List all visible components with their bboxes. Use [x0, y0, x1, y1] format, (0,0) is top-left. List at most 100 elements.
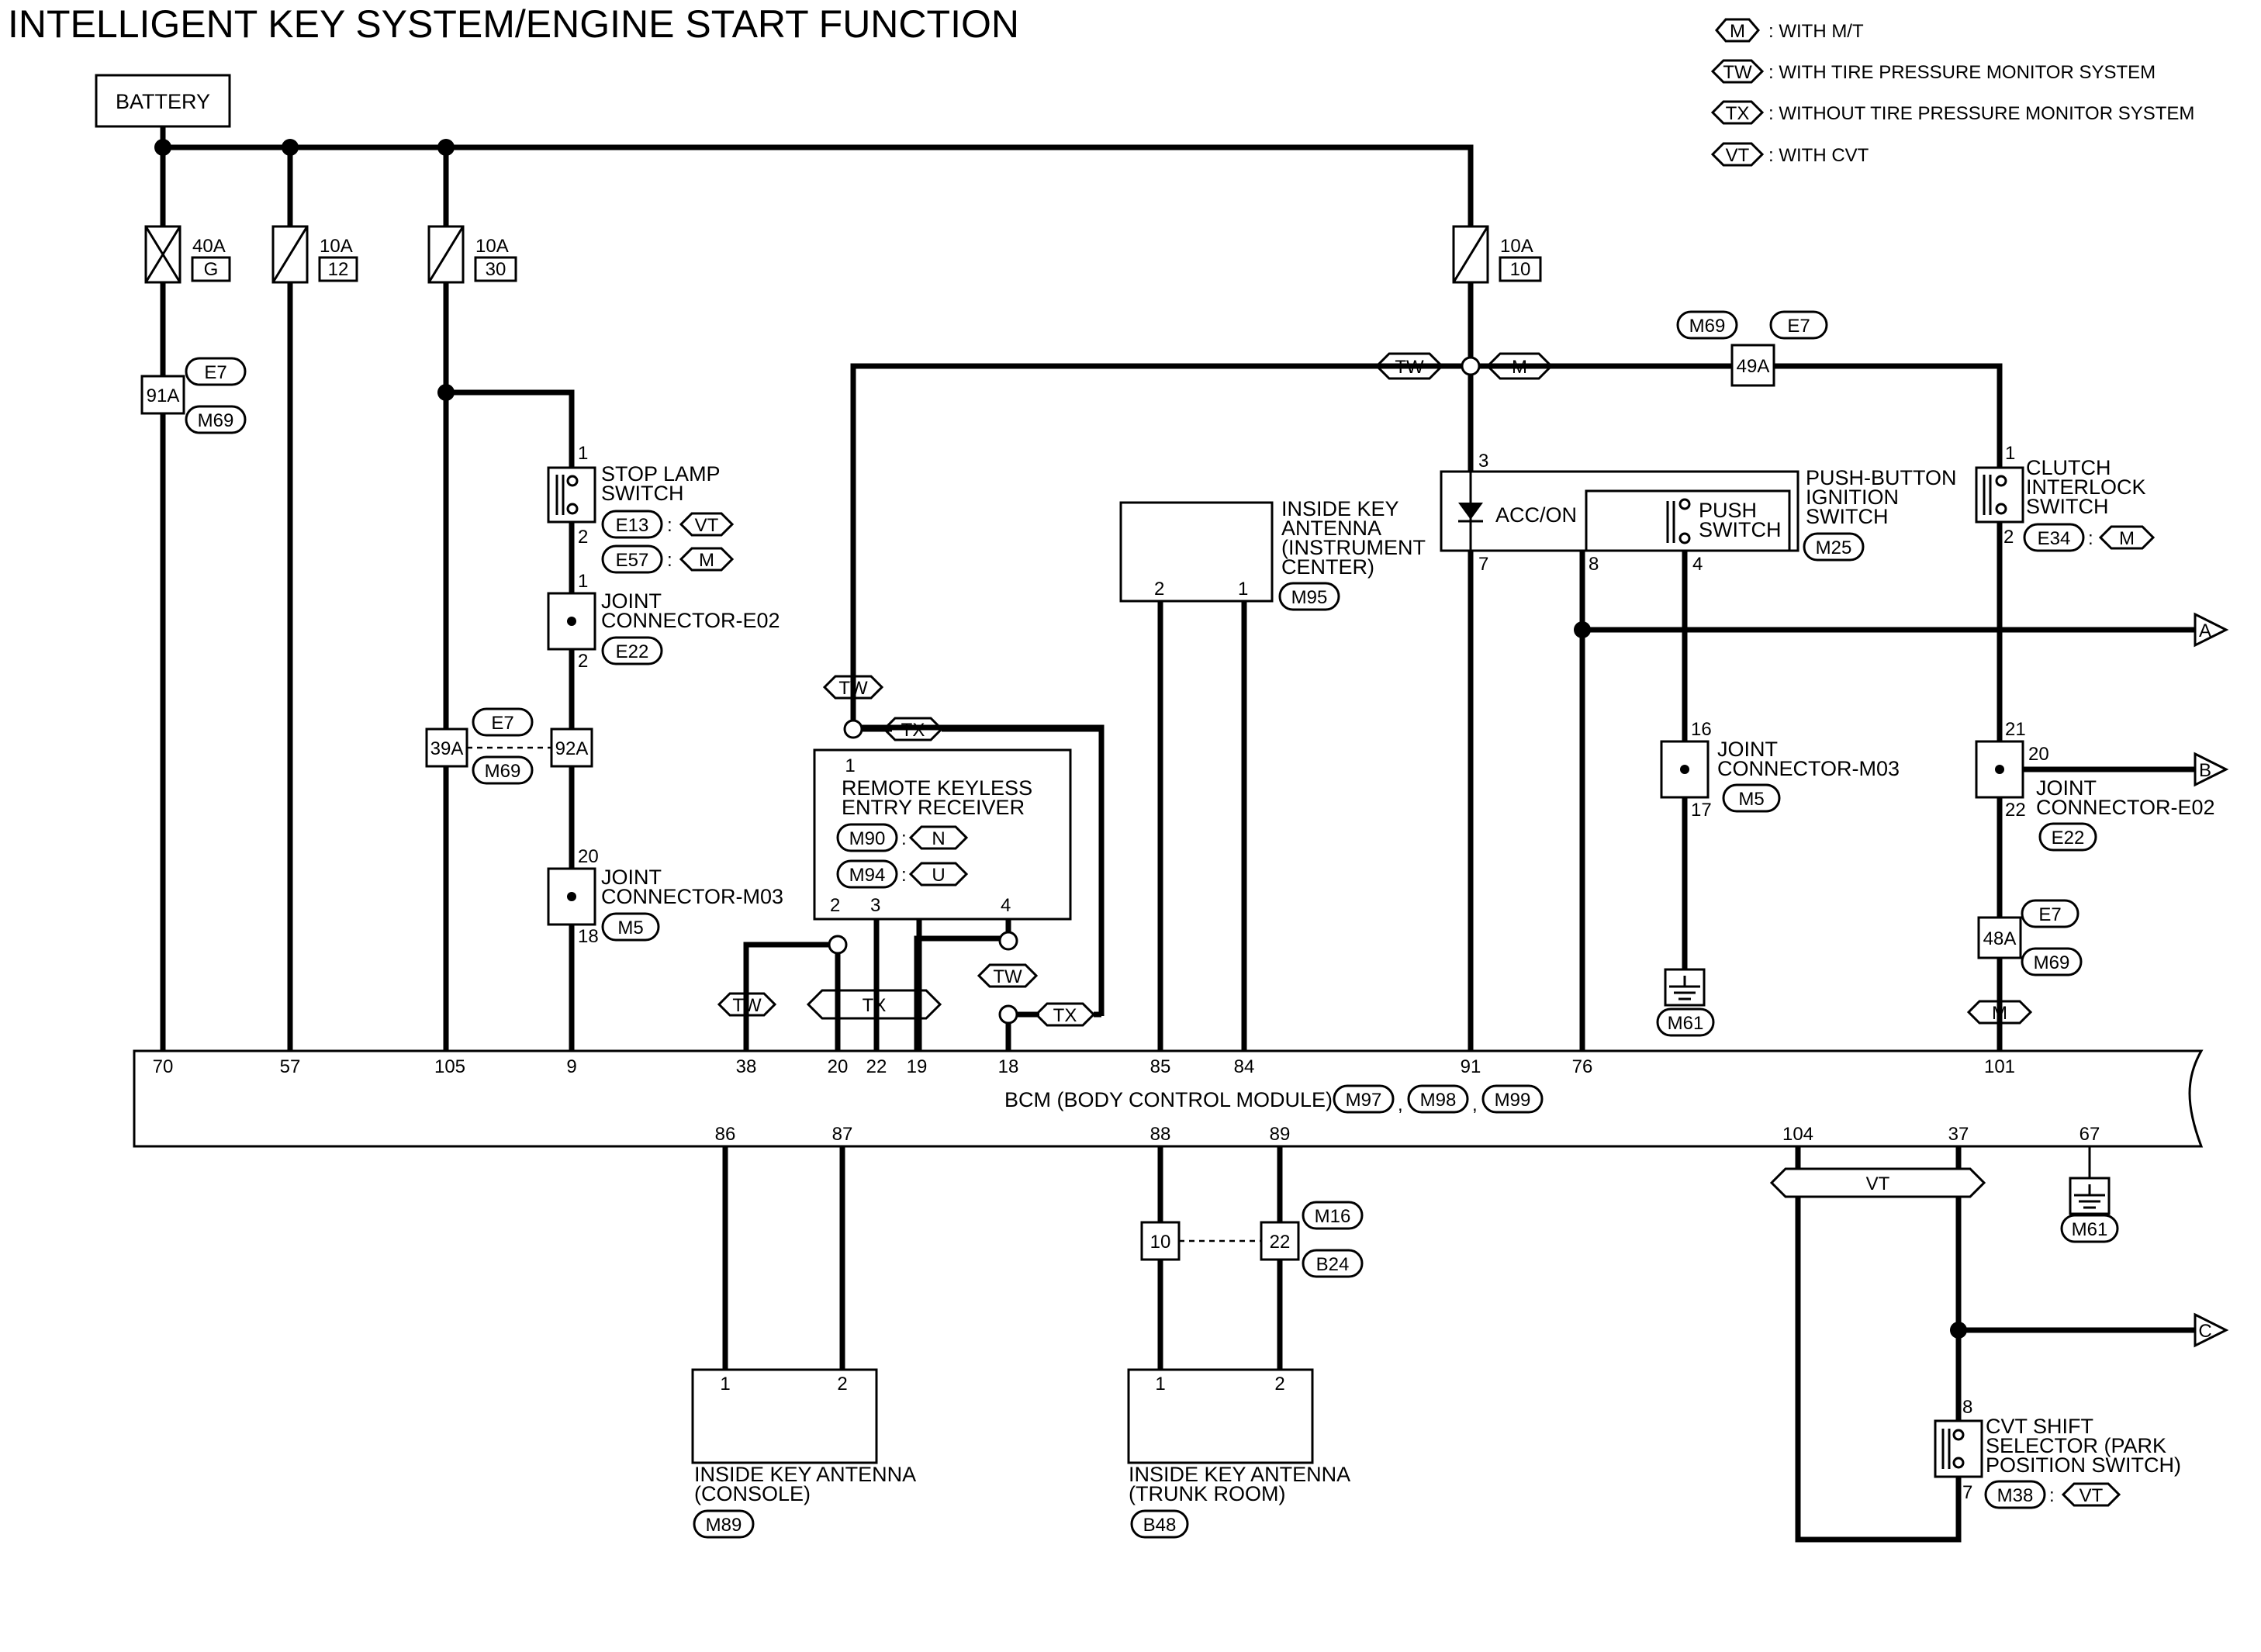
svg-text:M94: M94: [849, 865, 886, 886]
bus-option-markers: TW M: [1374, 352, 1554, 380]
joint-connector-m03-right: 16 17 JOINT CONNECTOR-M03 M5: [1660, 719, 1900, 821]
svg-text:B: B: [2199, 760, 2211, 781]
svg-text:2: 2: [2003, 527, 2014, 548]
svg-text::: :: [667, 515, 672, 536]
svg-text:86: 86: [715, 1124, 736, 1145]
svg-text:22: 22: [866, 1056, 887, 1077]
joint-connector-m03-left: 20 18 JOINT CONNECTOR-M03 M5: [547, 846, 783, 947]
svg-text:18: 18: [998, 1056, 1019, 1077]
svg-text:39A: 39A: [430, 738, 464, 759]
svg-text:SWITCH: SWITCH: [601, 482, 683, 505]
fuse-10a-10: 10A 10: [1452, 225, 1542, 284]
arrow-c: C: [2194, 1312, 2229, 1348]
svg-text:101: 101: [1984, 1056, 2015, 1077]
svg-text:BATTERY: BATTERY: [116, 90, 210, 113]
svg-text:21: 21: [2005, 719, 2026, 740]
svg-text:SWITCH: SWITCH: [1806, 505, 1888, 528]
legend-item-vt: VT : WITH CVT: [1710, 142, 1869, 167]
arrow-b: B: [2194, 752, 2229, 787]
svg-text:10A: 10A: [475, 236, 509, 257]
svg-text:8: 8: [1589, 554, 1599, 575]
svg-text:M97: M97: [1346, 1090, 1382, 1111]
svg-text:89: 89: [1270, 1124, 1291, 1145]
svg-text:49A: 49A: [1737, 356, 1770, 377]
svg-text:INSIDE KEY ANTENNA: INSIDE KEY ANTENNA: [694, 1463, 916, 1486]
svg-text:M: M: [1992, 1003, 2007, 1024]
svg-text:PUSH: PUSH: [1699, 499, 1757, 522]
diagram-title: INTELLIGENT KEY SYSTEM/ENGINE START FUNC…: [8, 2, 1019, 46]
svg-text:105: 105: [434, 1056, 465, 1077]
svg-text:20: 20: [828, 1056, 849, 1077]
svg-text:SELECTOR (PARK: SELECTOR (PARK: [1986, 1434, 2166, 1457]
svg-text:TX: TX: [1726, 103, 1750, 124]
inside-key-antenna-console: 1 2 INSIDE KEY ANTENNA (CONSOLE) M89: [691, 1368, 916, 1539]
svg-text:CLUTCH: CLUTCH: [2026, 456, 2111, 479]
svg-text:JOINT: JOINT: [1717, 738, 1778, 761]
svg-text:(TRUNK ROOM): (TRUNK ROOM): [1129, 1482, 1285, 1505]
svg-text:2: 2: [578, 527, 588, 548]
inside-key-antenna-trunk-room: 1 2 INSIDE KEY ANTENNA (TRUNK ROOM) B48: [1127, 1368, 1350, 1539]
connector-49a: 49A M69 E7: [1676, 310, 1828, 387]
battery: BATTERY: [95, 74, 231, 128]
svg-text:(CONSOLE): (CONSOLE): [694, 1482, 811, 1505]
svg-text:TW: TW: [1723, 62, 1752, 83]
svg-text:VT: VT: [2079, 1485, 2104, 1506]
svg-text:M: M: [699, 550, 714, 571]
arrow-a: A: [2194, 612, 2229, 648]
legend-item-tw: TW : WITH TIRE PRESSURE MONITOR SYSTEM: [1710, 59, 2156, 84]
svg-text:JOINT: JOINT: [2036, 776, 2097, 800]
svg-text:17: 17: [1691, 800, 1712, 821]
svg-text:85: 85: [1150, 1056, 1171, 1077]
inside-key-antenna-instrument-center: 2 1 INSIDE KEY ANTENNA (INSTRUMENT CENTE…: [1119, 497, 1426, 611]
svg-text:7: 7: [1962, 1482, 1972, 1503]
svg-text:20: 20: [578, 846, 599, 867]
svg-text:E7: E7: [491, 713, 513, 734]
svg-text:E34: E34: [2038, 528, 2071, 549]
svg-text:37: 37: [1948, 1124, 1969, 1145]
svg-text:10: 10: [1510, 259, 1531, 280]
svg-text:CENTER): CENTER): [1281, 555, 1374, 579]
svg-text:TX: TX: [1053, 1005, 1077, 1026]
svg-text:: WITH TIRE PRESSURE MONITOR S: : WITH TIRE PRESSURE MONITOR SYSTEM: [1768, 62, 2156, 83]
svg-text:B48: B48: [1143, 1515, 1177, 1536]
connector-48a: 48A E7 M69 M: [1966, 899, 2083, 1025]
push-button-ignition-switch: ACC/ON PUSH SWITCH 3 7 8 4 PUSH-BUTTON I…: [1440, 451, 1957, 575]
svg-text:JOINT: JOINT: [601, 589, 662, 613]
svg-text:1: 1: [1238, 579, 1248, 600]
svg-text:CVT SHIFT: CVT SHIFT: [1986, 1415, 2093, 1438]
svg-text:INSIDE KEY ANTENNA: INSIDE KEY ANTENNA: [1129, 1463, 1350, 1486]
svg-text:N: N: [932, 828, 945, 849]
rke-lower-option-markers: TW TX TW TX: [717, 963, 1101, 1027]
svg-text:U: U: [932, 865, 945, 886]
bcm-top-pin-labels: 70 57 105 9 38 20 22 19 18 85 84 91 76 1…: [153, 1056, 2015, 1077]
svg-text:84: 84: [1234, 1056, 1255, 1077]
svg-text:A: A: [2199, 620, 2211, 641]
svg-text:TX: TX: [863, 995, 887, 1016]
svg-text:VT: VT: [1866, 1173, 1890, 1194]
svg-text:22: 22: [2005, 800, 2026, 821]
svg-text:4: 4: [1692, 554, 1703, 575]
svg-text:2: 2: [578, 651, 588, 672]
svg-text:88: 88: [1150, 1124, 1171, 1145]
connector-91a: 91A E7 M69: [140, 357, 247, 434]
svg-text:M69: M69: [1689, 316, 1726, 337]
clutch-interlock-switch: 1 2 CLUTCH INTERLOCK SWITCH E34 : M: [1975, 443, 2156, 552]
svg-text:22: 22: [1270, 1232, 1291, 1253]
svg-text:E57: E57: [616, 550, 649, 571]
svg-text:E7: E7: [1787, 316, 1810, 337]
svg-text:,: ,: [1398, 1094, 1403, 1115]
svg-text:M5: M5: [1738, 789, 1764, 810]
svg-text:104: 104: [1782, 1124, 1813, 1145]
svg-text:E22: E22: [616, 641, 649, 662]
svg-text:70: 70: [153, 1056, 174, 1077]
svg-text:M69: M69: [198, 410, 234, 431]
svg-text:2: 2: [1154, 579, 1164, 600]
svg-text:M99: M99: [1495, 1090, 1531, 1111]
svg-text:M61: M61: [1668, 1013, 1704, 1034]
svg-text::: :: [901, 828, 907, 849]
svg-text:: WITH CVT: : WITH CVT: [1768, 145, 1869, 166]
svg-text:BCM (BODY CONTROL MODULE): BCM (BODY CONTROL MODULE): [1004, 1088, 1333, 1111]
svg-text:1: 1: [720, 1374, 730, 1395]
svg-text:91A: 91A: [147, 385, 180, 406]
svg-text:CONNECTOR-M03: CONNECTOR-M03: [601, 885, 783, 908]
